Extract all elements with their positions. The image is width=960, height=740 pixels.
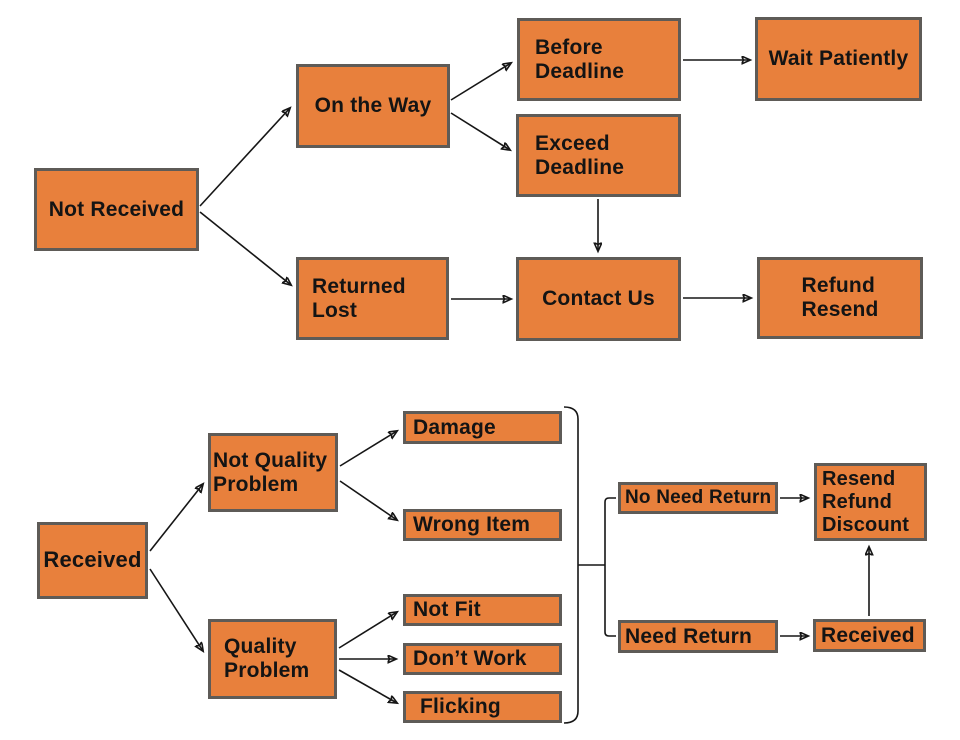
node-not-received-label: Not Received: [48, 197, 185, 221]
edge-received-quality-problem: [149, 568, 203, 651]
node-refund-resend-label: Refund Resend: [801, 274, 879, 321]
node-no-need-return-label: No Need Return: [625, 487, 772, 509]
node-refund-resend: Refund Resend: [757, 257, 923, 339]
edge-quality-problem-not-fit: [338, 612, 397, 649]
edge-not-received-returned-lost: [199, 211, 291, 285]
node-wrong-item-label: Wrong Item: [413, 513, 531, 537]
node-exceed-deadline-label: Exceed Deadline: [535, 131, 625, 179]
node-exceed-deadline: Exceed Deadline: [516, 114, 681, 197]
node-contact-us: Contact Us: [516, 257, 681, 341]
node-returned-lost: Returned Lost: [296, 257, 449, 340]
edge-quality-problem-flicking: [338, 669, 397, 703]
node-not-fit-label: Not Fit: [413, 598, 481, 622]
node-received-final: Received: [813, 619, 926, 652]
node-not-quality-problem: Not Quality Problem: [208, 433, 338, 512]
node-quality-problem: Quality Problem: [208, 619, 337, 699]
edge-on-the-way-exceed-deadline: [450, 112, 510, 150]
node-need-return-label: Need Return: [625, 624, 753, 648]
node-received: Received: [37, 522, 148, 599]
node-not-received: Not Received: [34, 168, 199, 251]
node-flicking-label: Flicking: [420, 695, 501, 719]
fork-return-options: [604, 497, 616, 637]
node-not-fit: Not Fit: [403, 594, 562, 626]
node-returned-lost-label: Returned Lost: [312, 274, 406, 322]
edge-not-quality-problem-damage: [339, 431, 397, 467]
node-damage-label: Damage: [413, 415, 496, 439]
node-no-need-return: No Need Return: [618, 482, 778, 514]
node-damage: Damage: [403, 411, 562, 444]
node-wait-patiently: Wait Patiently: [755, 17, 922, 101]
node-resend-refund-discount: Resend Refund Discount: [814, 463, 927, 541]
edge-received-not-quality-problem: [149, 484, 203, 552]
node-received-final-label: Received: [821, 623, 915, 647]
edge-not-received-on-the-way: [199, 108, 290, 207]
edge-not-quality-problem-wrong-item: [339, 480, 397, 520]
node-resend-refund-discount-label: Resend Refund Discount: [822, 467, 910, 536]
node-contact-us-label: Contact Us: [542, 287, 655, 311]
node-before-deadline: Before Deadline: [517, 18, 681, 101]
node-need-return: Need Return: [618, 620, 778, 653]
bracket-group-reasons: [563, 406, 579, 724]
node-wrong-item: Wrong Item: [403, 509, 562, 541]
node-wait-patiently-label: Wait Patiently: [768, 47, 909, 71]
node-not-quality-problem-label: Not Quality Problem: [213, 448, 328, 496]
node-flicking: Flicking: [403, 691, 562, 723]
node-on-the-way: On the Way: [296, 64, 450, 148]
node-dont-work-label: Don’t Work: [413, 647, 527, 671]
node-received-label: Received: [43, 547, 142, 573]
edge-on-the-way-before-deadline: [450, 63, 511, 101]
node-on-the-way-label: On the Way: [314, 94, 432, 118]
node-before-deadline-label: Before Deadline: [535, 35, 625, 83]
node-quality-problem-label: Quality Problem: [224, 635, 310, 682]
node-dont-work: Don’t Work: [403, 643, 562, 675]
